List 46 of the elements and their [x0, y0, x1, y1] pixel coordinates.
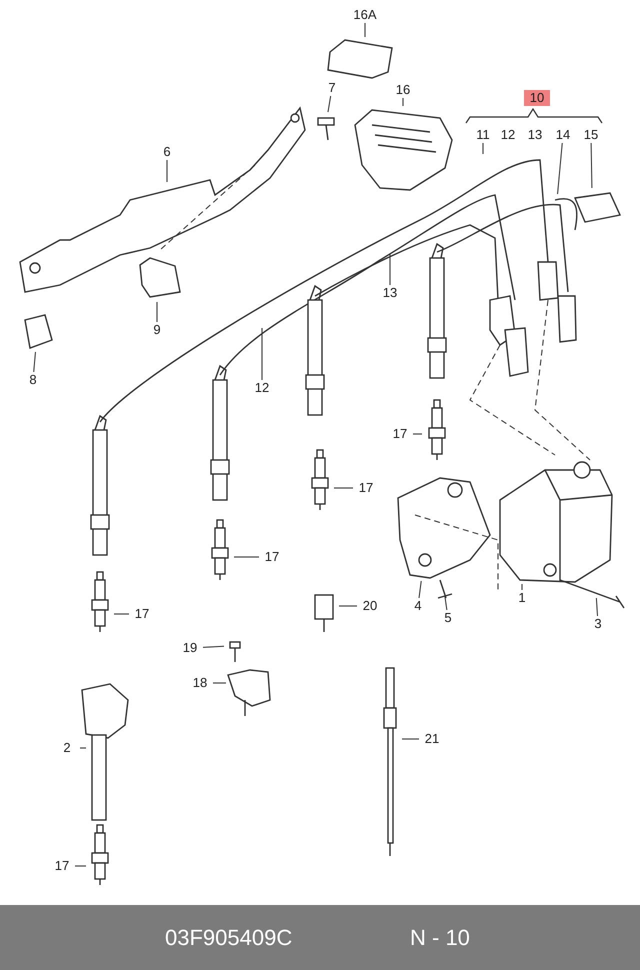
leader-line — [402, 98, 404, 106]
leader-line — [364, 22, 366, 38]
callout-number: 16A — [352, 7, 378, 23]
callout-number: 14 — [550, 127, 576, 143]
callout-number: 17 — [49, 858, 75, 874]
callout-number: 4 — [405, 598, 431, 614]
leader-line — [33, 351, 36, 372]
callout-number: 12 — [500, 127, 516, 143]
leader-line — [327, 96, 332, 113]
page-number: N - 10 — [410, 925, 470, 951]
callout-number: 20 — [357, 598, 383, 614]
callout-number: 17 — [387, 426, 413, 442]
leader-line — [418, 580, 422, 598]
callout-number: 13 — [526, 127, 544, 143]
leader-line — [402, 738, 420, 740]
leader-line — [557, 142, 563, 195]
callout-number: 11 — [470, 127, 496, 143]
callout-number: 12 — [249, 380, 275, 396]
leader-line — [444, 595, 448, 610]
callout-number: 8 — [20, 372, 46, 388]
leader-line — [166, 160, 168, 182]
callout-number: 15 — [578, 127, 604, 143]
leader-line — [156, 302, 158, 322]
leader-line — [596, 598, 598, 616]
callout-number: 9 — [144, 322, 170, 338]
leader-line — [590, 142, 592, 188]
leader-line — [234, 556, 260, 558]
callout-number: 10 — [524, 90, 550, 106]
callout-number: 5 — [435, 610, 461, 626]
leader-line — [212, 682, 226, 684]
callout-number: 17 — [353, 480, 379, 496]
callout-number: 19 — [177, 640, 203, 656]
callout-number: 21 — [419, 731, 445, 747]
callout-number: 6 — [154, 144, 180, 160]
leader-line — [482, 142, 484, 154]
leader-line — [202, 646, 224, 648]
callout-number: 2 — [54, 740, 80, 756]
callout-number: 18 — [187, 675, 213, 691]
callout-number: 3 — [585, 616, 611, 632]
part-number: 03F905409C — [165, 925, 292, 951]
callout-number: 13 — [377, 285, 403, 301]
callout-number: 17 — [129, 606, 155, 622]
callout-number: 7 — [319, 80, 345, 96]
callout-number: 16 — [390, 82, 416, 98]
callout-number: 1 — [509, 590, 535, 606]
callout-number: 17 — [259, 549, 285, 565]
